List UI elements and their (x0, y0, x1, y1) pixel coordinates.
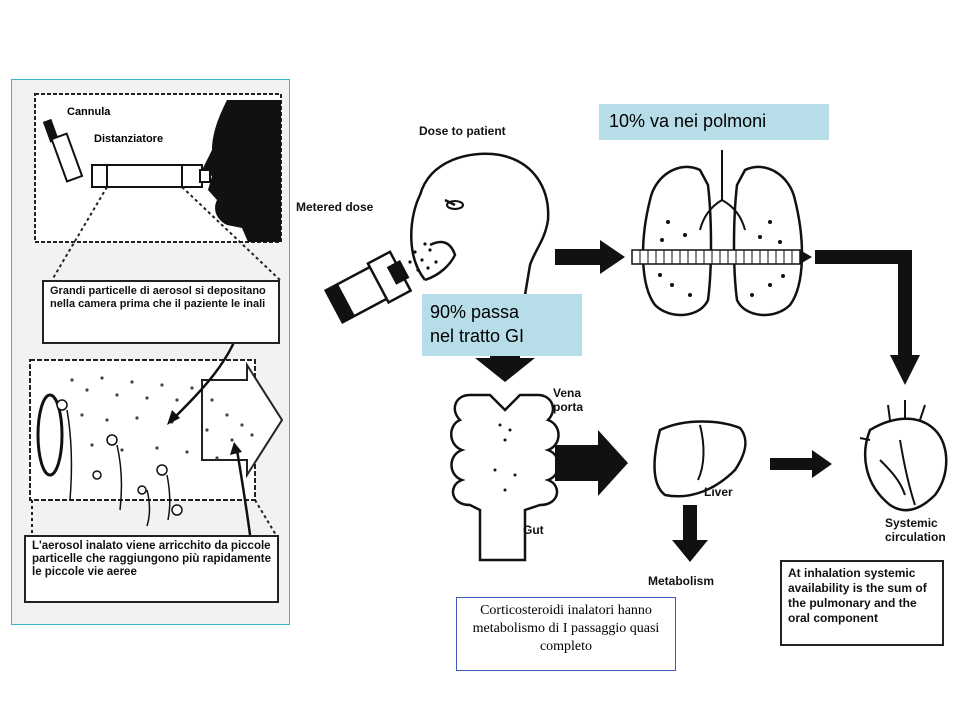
spacer-illustration (29, 93, 284, 551)
spacer-label: Distanziatore (94, 133, 164, 145)
gi-callout-line2: nel tratto GI (430, 326, 525, 346)
lungs-percentage-callout: 10% va nei polmoni (599, 104, 829, 140)
arrow-liver-to-metabolism (672, 540, 708, 562)
vena-porta-line1: Vena (553, 386, 582, 400)
gut-label: Gut (523, 523, 544, 537)
spacer-device-panel: Cannula Distanziatore Grandi particelle … (11, 79, 290, 625)
systemic-availability-note: At inhalation systemic availability is t… (780, 560, 944, 646)
lungs-icon (641, 165, 804, 317)
arrow-gut-to-liver (598, 430, 628, 496)
arrow-to-lungs-shaft (555, 249, 605, 265)
large-particles-note: Grandi particelle di aerosol si deposita… (42, 280, 280, 344)
systemic-circulation-label: Systemic circulation (885, 516, 946, 544)
gut-icon (450, 393, 560, 562)
gi-callout-line1: 90% passa (430, 302, 520, 322)
arrow-liver-to-heart (812, 450, 832, 478)
vena-porta-line2: porta (553, 400, 583, 414)
inhaled-aerosol-note: L'aerosol inalato viene arricchito da pi… (24, 535, 279, 603)
metered-dose-inhaler-icon (323, 250, 413, 325)
liver-icon (653, 420, 747, 498)
vena-porta-label: Vena porta (553, 386, 583, 414)
gi-tract-callout: 90% passa nel tratto GI (422, 294, 582, 356)
heart-icon (863, 417, 948, 512)
corticosteroid-metabolism-note: Corticosteroidi inalatori hanno metaboli… (456, 597, 676, 671)
cannula-label: Cannula (67, 106, 111, 118)
liver-label: Liver (704, 485, 733, 499)
metered-dose-label: Metered dose (296, 200, 374, 214)
arrow-to-gut (475, 358, 535, 382)
dose-to-patient-label: Dose to patient (419, 124, 506, 138)
systemic-line2: circulation (885, 530, 946, 544)
systemic-line1: Systemic (885, 516, 938, 530)
metabolism-label: Metabolism (648, 574, 715, 588)
patient-head (410, 152, 550, 296)
arrow-lungs-to-systemic (815, 250, 912, 360)
